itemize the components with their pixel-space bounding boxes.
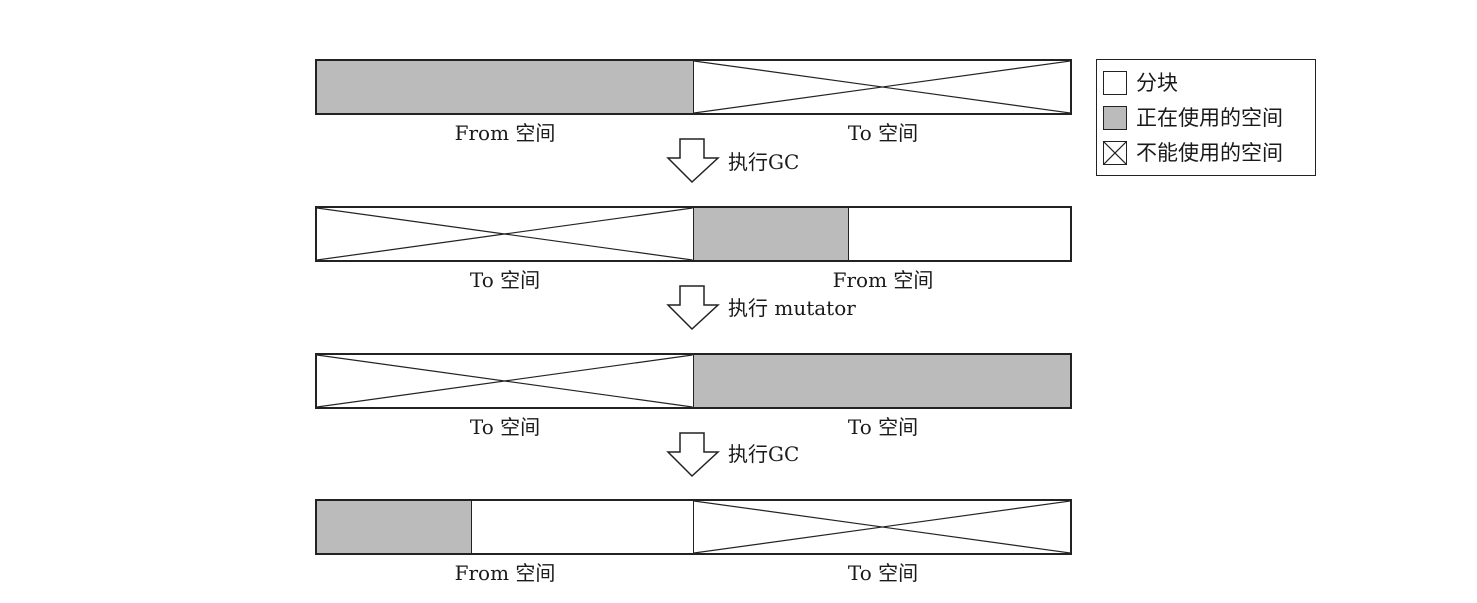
- down-arrow-icon: [666, 432, 720, 478]
- to-space-block: [694, 501, 1071, 553]
- legend-item-unusable: 不能使用的空间: [1103, 135, 1309, 170]
- used-space-fill: [317, 501, 472, 553]
- memory-bar-1: [315, 59, 1072, 115]
- memory-bar-4: [315, 499, 1072, 555]
- used-space-fill: [693, 355, 1070, 407]
- space-label: To 空间: [847, 121, 919, 145]
- legend: 分块 正在使用的空间 不能使用的空间: [1096, 59, 1316, 176]
- memory-bar-2: [315, 206, 1072, 262]
- step-label-execute-gc: 执行GC: [728, 442, 800, 466]
- block-swatch-icon: [1103, 70, 1127, 95]
- from-space-block: [693, 208, 1071, 260]
- unusable-cross-icon: [317, 208, 693, 260]
- legend-item-used: 正在使用的空间: [1103, 100, 1309, 135]
- to-space-block: [694, 61, 1071, 113]
- memory-bar-3: [315, 353, 1072, 409]
- used-space-fill: [693, 208, 849, 260]
- to-space-block: [693, 355, 1070, 407]
- step-label-execute-gc: 执行GC: [728, 150, 800, 174]
- space-label: From 空间: [454, 121, 556, 145]
- step-label-execute-mutator: 执行 mutator: [728, 296, 856, 320]
- from-space-block: [317, 501, 694, 553]
- to-space-block: [317, 208, 694, 260]
- down-arrow-icon: [666, 285, 720, 331]
- legend-label: 分块: [1136, 70, 1178, 95]
- legend-item-block: 分块: [1103, 65, 1309, 100]
- unusable-cross-icon: [317, 355, 693, 407]
- unusable-cross-icon: [694, 501, 1071, 553]
- from-space-block: [317, 61, 694, 113]
- space-label: To 空间: [847, 415, 919, 439]
- space-label: To 空间: [469, 415, 541, 439]
- space-label: From 空间: [832, 268, 934, 292]
- space-label: To 空间: [847, 561, 919, 585]
- legend-label: 不能使用的空间: [1136, 140, 1283, 165]
- legend-label: 正在使用的空间: [1136, 105, 1283, 130]
- space-label: To 空间: [469, 268, 541, 292]
- unusable-cross-icon: [694, 61, 1071, 113]
- unusable-space-swatch-icon: [1103, 140, 1127, 165]
- down-arrow-icon: [666, 138, 720, 184]
- to-space-block: [317, 355, 694, 407]
- used-space-swatch-icon: [1103, 105, 1127, 130]
- space-label: From 空间: [454, 561, 556, 585]
- used-space-fill: [317, 61, 693, 113]
